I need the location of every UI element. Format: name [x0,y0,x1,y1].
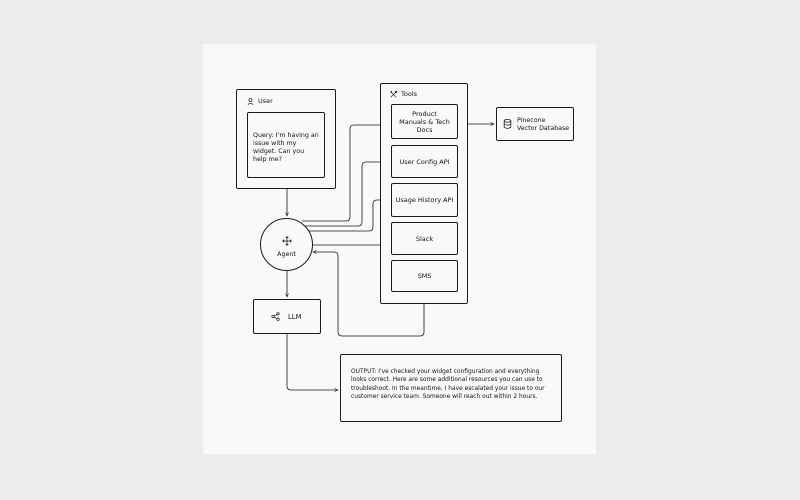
tools-icon [390,90,397,98]
llm-label: LLM [288,313,302,321]
connector-agent-manuals [302,125,389,222]
user-panel [236,89,336,189]
agent-node: Agent [260,218,313,271]
database-label: Pinecone Vector Database [517,117,569,133]
move-icon [282,236,292,246]
connector-agent-history [309,200,389,232]
database-name: Pinecone [517,117,546,124]
tool-product-manuals: Product Manuals & Tech Docs [391,104,458,139]
user-icon [247,97,254,105]
vector-database-node: Pinecone Vector Database [496,107,574,141]
connector-llm-output [286,334,338,390]
database-type: Vector Database [517,125,570,132]
tools-label: Tools [401,90,418,98]
user-caption: User [247,97,273,105]
user-query: Query: I'm having an issue with my widge… [247,112,325,178]
connector-tools-agent [313,252,425,337]
llm-node: LLM [253,299,321,334]
agent-label: Agent [277,251,296,258]
tool-user-config-api: User Config API [391,145,458,178]
tool-usage-history-api: Usage History API [391,183,458,217]
database-icon [503,119,512,129]
tools-caption: Tools [390,90,417,98]
output-message: OUTPUT: I've checked your widget configu… [340,354,562,422]
connector-agent-config [305,162,389,227]
tool-sms: SMS [391,260,458,292]
share-icon [271,312,280,321]
user-label: User [258,97,273,105]
tool-slack: Slack [391,222,458,255]
